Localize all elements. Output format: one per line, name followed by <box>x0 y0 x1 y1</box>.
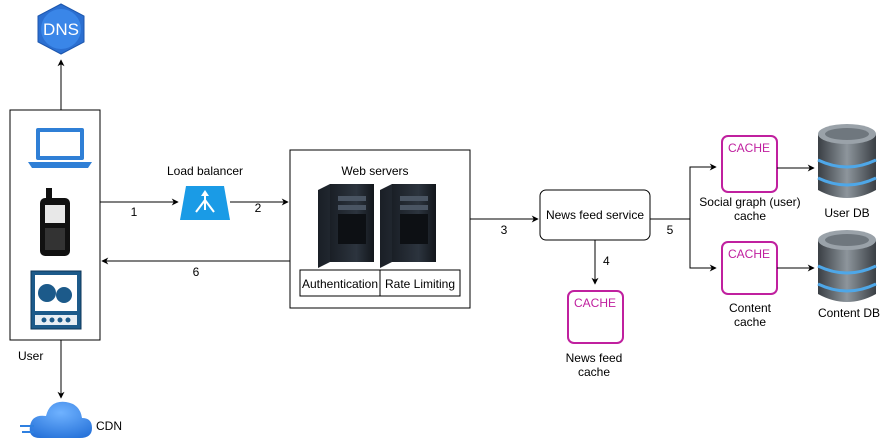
authentication-module <box>299 269 381 297</box>
news-feed-cache-icon <box>567 290 624 344</box>
dns-label: DNS <box>43 20 79 39</box>
user-label: User <box>18 349 43 363</box>
rate-limiting-module <box>379 269 461 297</box>
server-icon <box>380 184 436 268</box>
step-4-label: 4 <box>603 254 610 268</box>
step-3-label: 3 <box>501 223 508 237</box>
step-6-label: 6 <box>193 265 200 279</box>
arrow-5-content <box>689 219 717 272</box>
cloud-icon <box>20 401 92 438</box>
news-feed-cache-icon-label: CACHE <box>574 296 616 310</box>
step-1-label: 1 <box>131 205 138 219</box>
database-icon <box>817 124 877 198</box>
laptop-icon <box>28 128 92 168</box>
content-db-label: Content DB <box>818 306 880 320</box>
load-balancer-icon <box>180 186 230 220</box>
dns-icon <box>37 3 85 55</box>
web-servers-label: Web servers <box>341 164 408 178</box>
social-graph-cache-icon-label: CACHE <box>728 141 770 155</box>
social-graph-cache-icon <box>721 135 778 193</box>
user-db-label: User DB <box>824 206 869 220</box>
mobile-phone-icon <box>40 188 70 256</box>
load-balancer-label: Load balancer <box>167 164 243 178</box>
content-cache-label-line1: Content <box>729 301 772 315</box>
step-2-label: 2 <box>255 201 262 215</box>
authentication-label: Authentication <box>302 277 378 291</box>
content-cache-icon-label: CACHE <box>728 247 770 261</box>
step-5-label: 5 <box>667 223 674 237</box>
database-icon <box>817 230 877 302</box>
news-feed-cache-label-line1: News feed <box>566 351 623 365</box>
arrow-5-social-graph <box>650 163 717 220</box>
cdn-label: CDN <box>96 419 122 433</box>
rate-limiting-label: Rate Limiting <box>385 277 455 291</box>
social-graph-cache-label-line1: Social graph (user) <box>699 195 800 209</box>
social-graph-cache-label-line2: cache <box>734 209 766 223</box>
content-cache-label-line2: cache <box>734 315 766 329</box>
tv-terminal-icon <box>30 270 82 330</box>
server-icon <box>318 184 374 268</box>
news-feed-service-label: News feed service <box>546 208 644 222</box>
news-feed-cache-label-line2: cache <box>578 365 610 379</box>
